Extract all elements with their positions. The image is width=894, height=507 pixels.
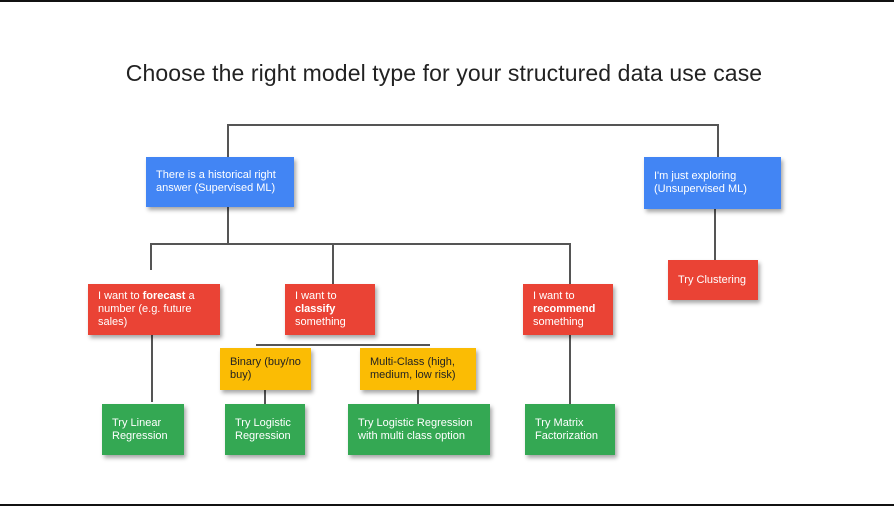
logistic-regression-node: Try Logistic Regression — [225, 404, 305, 455]
matrix-factorization-node: Try Matrix Factorization — [525, 404, 615, 455]
classify-bold: classify — [295, 303, 336, 315]
forecast-pre: I want to — [98, 290, 143, 302]
forecast-post: a number (e.g. future sales) — [98, 290, 195, 328]
linear-regression-text: Try Linear Regression — [112, 416, 168, 442]
bottom-border — [0, 504, 894, 506]
classify-post: something — [295, 316, 346, 328]
forecast-bold: forecast — [142, 290, 186, 302]
recommend-node: I want to recommend something — [523, 284, 613, 335]
classify-pre: I want to — [295, 290, 337, 302]
classify-node: I want to classify something — [285, 284, 375, 335]
connector-supervised-branch — [150, 243, 571, 284]
matrix-factorization-text: Try Matrix Factorization — [535, 416, 598, 442]
connector-root — [227, 124, 719, 157]
logistic-multiclass-node: Try Logistic Regression with multi class… — [348, 404, 490, 455]
clustering-text: Try Clustering — [678, 273, 747, 286]
linear-regression-node: Try Linear Regression — [102, 404, 184, 455]
multiclass-text: Multi-Class (high, medium, low risk) — [370, 356, 456, 381]
supervised-node: There is a historical right answer (Supe… — [146, 157, 294, 207]
logistic-multiclass-text: Try Logistic Regression with multi class… — [358, 416, 473, 442]
unsupervised-node: I'm just exploring (Unsupervised ML) — [644, 157, 781, 209]
unsupervised-text: I'm just exploring (Unsupervised ML) — [654, 170, 747, 195]
diagram-title: Choose the right model type for your str… — [125, 60, 763, 86]
logistic-regression-text: Try Logistic Regression — [235, 416, 291, 442]
top-border — [0, 0, 894, 2]
recommend-post: something — [533, 316, 584, 328]
binary-node: Binary (buy/no buy) — [220, 348, 311, 390]
recommend-bold: recommend — [533, 303, 596, 315]
multiclass-node: Multi-Class (high, medium, low risk) — [360, 348, 476, 390]
classify-text: I want to classify something — [295, 290, 365, 329]
binary-text: Binary (buy/no buy) — [230, 356, 301, 381]
forecast-text: I want to forecast a number (e.g. future… — [98, 290, 210, 329]
recommend-text: I want to recommend something — [533, 290, 603, 329]
recommend-pre: I want to — [533, 290, 575, 302]
clustering-node: Try Clustering — [668, 260, 758, 300]
forecast-node: I want to forecast a number (e.g. future… — [88, 284, 220, 335]
supervised-text: There is a historical right answer (Supe… — [156, 169, 276, 194]
